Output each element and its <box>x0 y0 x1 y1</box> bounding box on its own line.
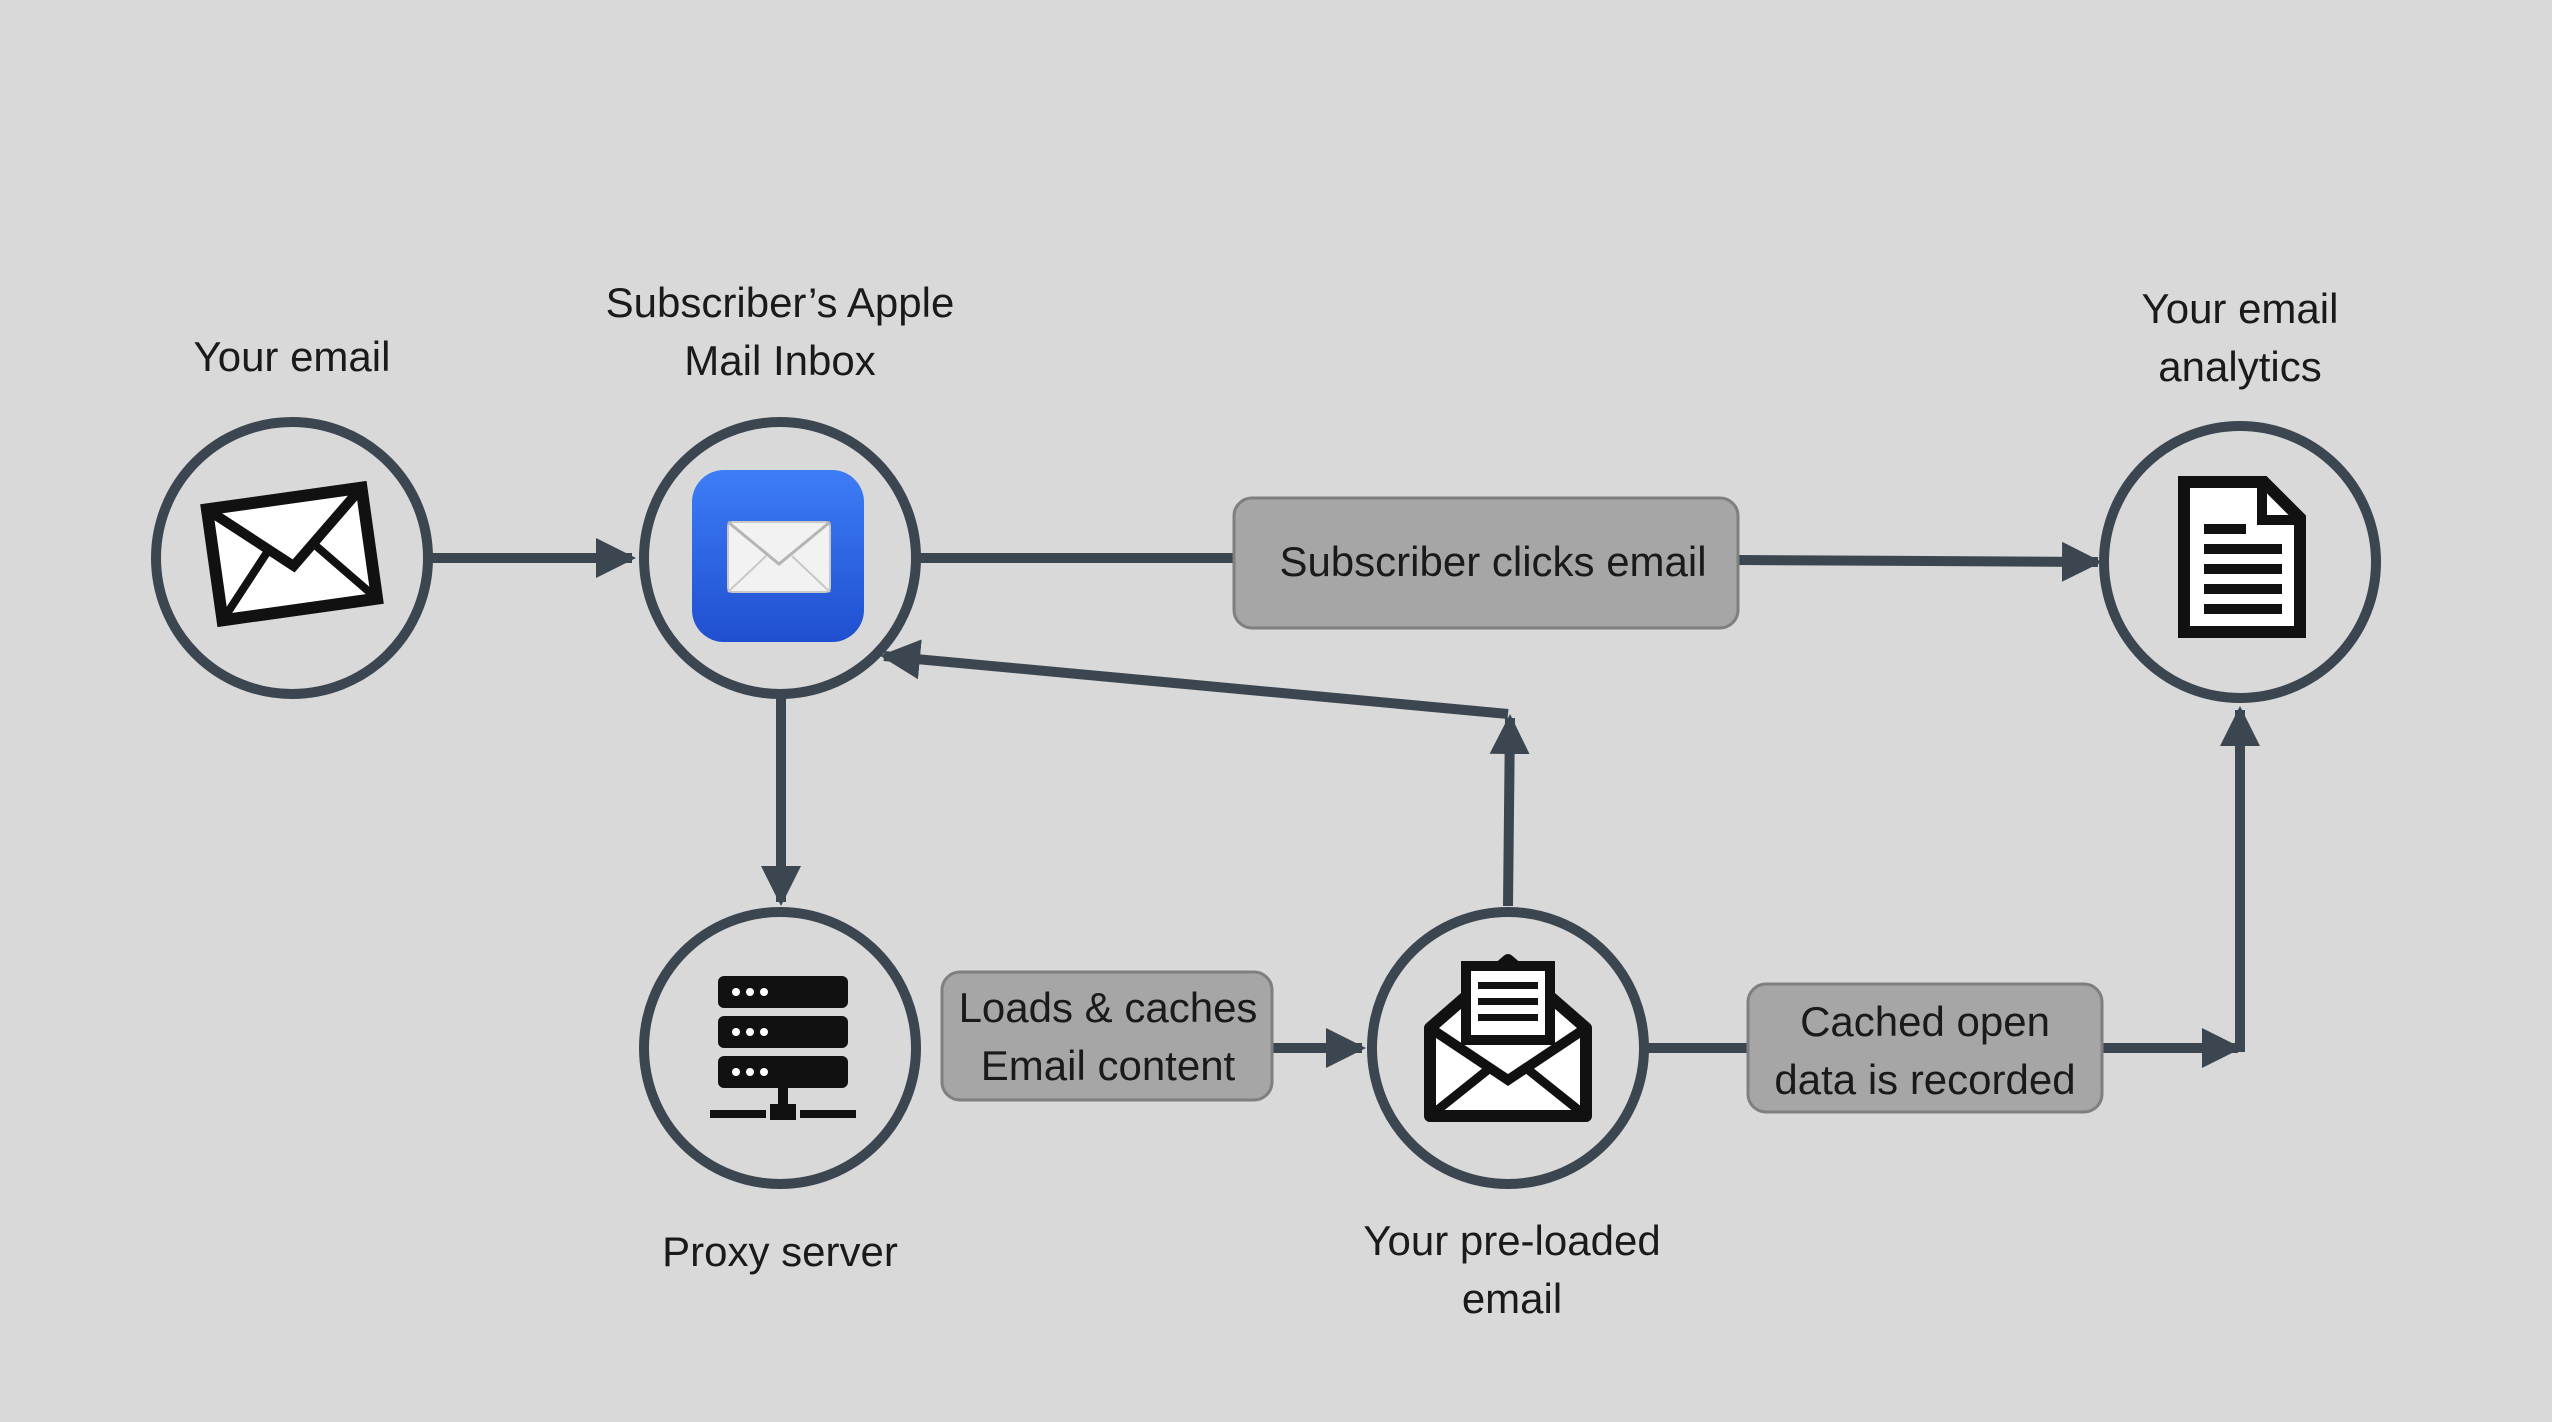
node-label-preloaded-email-line-1: Your pre-loaded <box>1363 1217 1661 1264</box>
node-apple-mail-inbox <box>639 417 921 699</box>
node-label-apple-mail-inbox: Subscriber’s Apple Mail Inbox <box>560 274 1000 390</box>
edge-label-clicks: Subscriber clicks email <box>1232 496 1740 630</box>
node-label-email-analytics-line-1: Your email <box>2141 285 2339 332</box>
node-label-preloaded-email: Your pre-loaded email <box>1292 1212 1732 1328</box>
edge-label-cached: Cached open data is recorded <box>1746 982 2104 1114</box>
edge-label-clicks-line-1: Subscriber clicks email <box>1279 538 1706 585</box>
connectors <box>432 538 2260 1068</box>
node-label-your-email-line-1: Your email <box>193 333 391 380</box>
node-your-email <box>151 417 433 699</box>
node-proxy-server <box>639 907 921 1189</box>
edge-label-loads-line-2: Email content <box>981 1042 1236 1089</box>
arrow-to-inbox-return <box>880 639 1509 719</box>
node-label-apple-mail-inbox-line-2: Mail Inbox <box>684 337 876 384</box>
node-label-email-analytics-line-2: analytics <box>2158 343 2322 390</box>
edge-label-cached-line-1: Cached open <box>1800 998 2050 1045</box>
node-email-analytics <box>2099 421 2381 703</box>
server-icon <box>710 976 856 1120</box>
node-label-apple-mail-inbox-line-1: Subscriber’s Apple <box>605 279 955 326</box>
envelope-icon <box>200 480 384 628</box>
node-preloaded-email <box>1367 907 1649 1189</box>
document-icon <box>2178 476 2306 638</box>
arrow-preloaded-up <box>1489 714 1530 907</box>
arrow-clicks-to-analytics <box>1737 541 2102 582</box>
node-label-email-analytics: Your email analytics <box>2040 280 2440 396</box>
node-label-proxy-server-line-1: Proxy server <box>662 1228 898 1275</box>
node-label-preloaded-email-line-2: email <box>1461 1275 1563 1322</box>
apple-mail-app-icon <box>692 470 864 642</box>
edge-label-loads: Loads & caches Email content <box>940 970 1274 1102</box>
open-envelope-letter-icon <box>1424 954 1592 1122</box>
node-label-your-email: Your email <box>92 328 492 386</box>
edge-label-loads-line-1: Loads & caches <box>959 984 1258 1031</box>
edge-label-cached-line-2: data is recorded <box>1774 1056 2075 1103</box>
node-label-proxy-server: Proxy server <box>580 1223 980 1281</box>
